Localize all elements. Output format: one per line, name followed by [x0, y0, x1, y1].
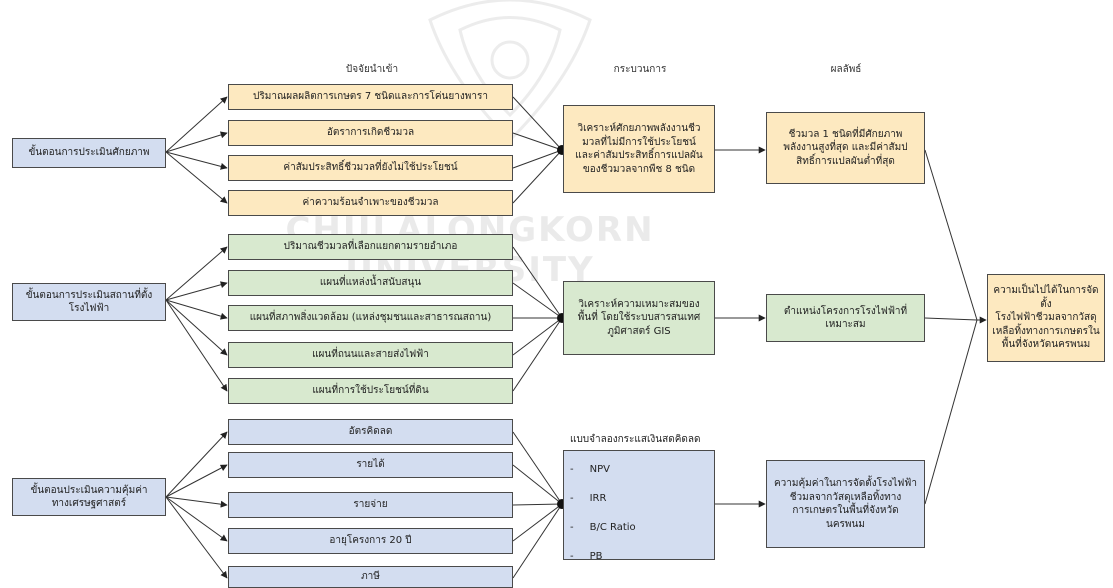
stage-site-label: ขั้นตอนการประเมินสถานที่ตั้ง โรงไฟฟ้า	[25, 289, 153, 315]
metric-bc-ratio: B/C Ratio	[589, 521, 636, 533]
input-label: แผนที่การใช้ประโยชน์ที่ดิน	[312, 385, 429, 397]
stage-potential-label: ขั้นตอนการประเมินศักยภาพ	[28, 147, 150, 159]
input-label: อัตรคิดลด	[348, 426, 393, 438]
input-label: แผนที่ถนนและสายส่งไฟฟ้า	[312, 349, 429, 361]
input-economic-4: อายุโครงการ 20 ปี	[228, 528, 513, 554]
input-label: ภาษี	[361, 571, 380, 583]
header-inputs: ปัจจัยนำเข้า	[345, 64, 399, 75]
stage-economic: ขั้นตอนประเมินความคุ้มค่า ทางเศรษฐศาสตร์	[12, 478, 166, 516]
input-label: อายุโครงการ 20 ปี	[329, 535, 412, 547]
input-label: แผนที่สภาพสิ่งแวดล้อม (แหล่งชุมชนและสาธา…	[249, 312, 492, 324]
input-economic-5: ภาษี	[228, 566, 513, 588]
output-economic: ความคุ้มค่าในการจัดตั้งโรงไฟฟ้า ชีวมลจาก…	[766, 460, 925, 548]
input-potential-3: ค่าสัมประสิทธิ์ชีวมวลที่ยังไม่ใช้ประโยชน…	[228, 155, 513, 181]
input-potential-4: ค่าความร้อนจำเพาะของชีวมวล	[228, 190, 513, 216]
output-economic-label: ความคุ้มค่าในการจัดตั้งโรงไฟฟ้า ชีวมลจาก…	[773, 478, 918, 530]
bullet: -	[570, 550, 574, 562]
metric-item: - NPV	[570, 462, 636, 478]
final-feasibility: ความเป็นไปได้ในการจัดตั้ง โรงไฟฟ้าชีวมลจ…	[987, 274, 1105, 362]
input-site-3: แผนที่สภาพสิ่งแวดล้อม (แหล่งชุมชนและสาธา…	[228, 305, 513, 331]
bullet: -	[570, 492, 574, 504]
process-site-label: วิเคราะห์ความเหมาะสมของ พื้นที่ โดยใช้ระ…	[577, 298, 701, 337]
input-label: ปริมาณชีวมวลที่เลือกแยกตามรายอำเภอ	[283, 241, 458, 253]
output-potential: ชีวมวล 1 ชนิดที่มีศักยภาพ พลังงานสูงที่ส…	[766, 112, 925, 184]
cash-flow-metrics: - NPV - IRR - B/C Ratio - PB	[570, 448, 636, 578]
header-process: กระบวนการ	[613, 64, 667, 75]
metric-item: - B/C Ratio	[570, 520, 636, 536]
output-site-label: ตำแหน่งโครงการโรงไฟฟ้าที่ เหมาะสม	[783, 305, 908, 331]
input-economic-1: อัตรคิดลด	[228, 419, 513, 445]
input-label: รายจ่าย	[353, 499, 388, 511]
stage-potential: ขั้นตอนการประเมินศักยภาพ	[12, 138, 166, 168]
metric-item: - IRR	[570, 491, 636, 507]
process-potential-label: วิเคราะห์ศักยภาพพลังงานชีว มวลที่ไม่มีกา…	[575, 123, 703, 175]
metric-pb: PB	[589, 550, 603, 562]
bullet: -	[570, 463, 574, 475]
input-label: แผนที่แหล่งน้ำสนับสนุน	[319, 277, 422, 289]
process-site: วิเคราะห์ความเหมาะสมของ พื้นที่ โดยใช้ระ…	[563, 281, 715, 355]
final-feasibility-label: ความเป็นไปได้ในการจัดตั้ง โรงไฟฟ้าชีวมลจ…	[992, 285, 1100, 351]
input-label: ปริมาณผลผลิตการเกษตร 7 ชนิดและการโค่นยาง…	[253, 91, 488, 103]
input-site-2: แผนที่แหล่งน้ำสนับสนุน	[228, 270, 513, 296]
input-label: ค่าความร้อนจำเพาะของชีวมวล	[302, 197, 439, 209]
stage-site: ขั้นตอนการประเมินสถานที่ตั้ง โรงไฟฟ้า	[12, 283, 166, 321]
process-economic: แบบจำลองกระแสเงินสดคิดลด - NPV - IRR - B/C …	[563, 434, 715, 562]
bullet: -	[570, 521, 574, 533]
input-potential-2: อัตราการเกิดชีวมวล	[228, 120, 513, 146]
output-site: ตำแหน่งโครงการโรงไฟฟ้าที่ เหมาะสม	[766, 294, 925, 342]
metric-item: - PB	[570, 549, 636, 565]
input-potential-1: ปริมาณผลผลิตการเกษตร 7 ชนิดและการโค่นยาง…	[228, 84, 513, 110]
process-potential: วิเคราะห์ศักยภาพพลังงานชีว มวลที่ไม่มีกา…	[563, 105, 715, 193]
input-site-1: ปริมาณชีวมวลที่เลือกแยกตามรายอำเภอ	[228, 234, 513, 260]
header-outputs: ผลลัพธ์	[830, 64, 862, 75]
input-label: อัตราการเกิดชีวมวล	[326, 127, 415, 139]
input-label: ค่าสัมประสิทธิ์ชีวมวลที่ยังไม่ใช้ประโยชน…	[283, 162, 458, 174]
metric-irr: IRR	[589, 492, 607, 504]
output-potential-label: ชีวมวล 1 ชนิดที่มีศักยภาพ พลังงานสูงที่ส…	[783, 128, 908, 167]
input-economic-2: รายได้	[228, 452, 513, 478]
input-economic-3: รายจ่าย	[228, 492, 513, 518]
process-economic-title: แบบจำลองกระแสเงินสดคิดลด	[570, 433, 701, 445]
stage-economic-label: ขั้นตอนประเมินความคุ้มค่า ทางเศรษฐศาสตร์	[30, 484, 148, 510]
metric-npv: NPV	[589, 463, 610, 475]
input-site-4: แผนที่ถนนและสายส่งไฟฟ้า	[228, 342, 513, 368]
input-label: รายได้	[356, 459, 385, 471]
input-site-5: แผนที่การใช้ประโยชน์ที่ดิน	[228, 378, 513, 404]
